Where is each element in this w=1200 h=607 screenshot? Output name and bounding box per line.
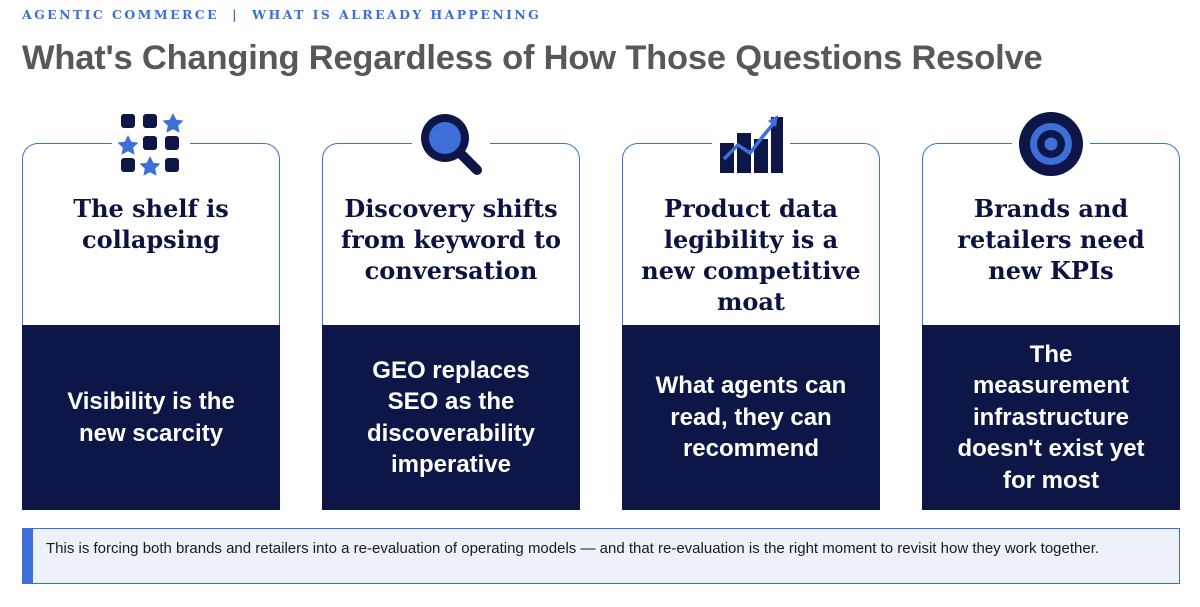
page-title: What's Changing Regardless of How Those … <box>22 39 1043 77</box>
grid-stars-icon <box>112 109 190 179</box>
section-label: AGENTIC COMMERCE <box>22 7 220 22</box>
chart-growth-icon <box>712 109 790 179</box>
target-icon <box>1012 109 1090 179</box>
callout-note: This is forcing both brands and retailer… <box>22 528 1180 584</box>
callout-text: This is forcing both brands and retailer… <box>46 540 1100 557</box>
subsection-label: WHAT IS ALREADY HAPPENING <box>252 7 542 22</box>
eyebrow-separator: | <box>232 7 240 22</box>
magnifier-icon <box>412 109 490 179</box>
eyebrow: AGENTIC COMMERCE | WHAT IS ALREADY HAPPENI… <box>22 7 541 22</box>
callout-accent-bar <box>23 529 33 583</box>
